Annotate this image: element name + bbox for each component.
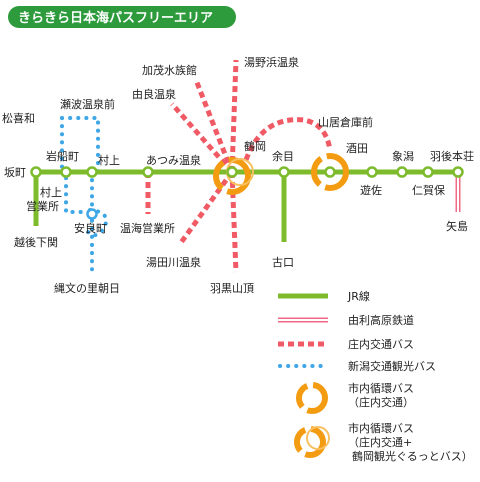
shonai-bus-route-yudagawa — [177, 170, 235, 246]
city-loop-dual-icon-inner — [306, 426, 330, 450]
label-kamo: 加茂水族館 — [142, 63, 197, 77]
tsuruoka-loop-outer — [213, 157, 251, 195]
city-loop-dual-icon — [294, 426, 326, 458]
shonai-bus-route-kamo — [193, 79, 235, 173]
label-ara: 安良町 — [74, 221, 107, 235]
sakata-loop — [311, 153, 349, 191]
station-marker-kisakata — [396, 166, 408, 178]
legend-label-yuri: 由利高原鉄道 — [348, 313, 414, 327]
label-yusa: 遊佐 — [360, 183, 382, 197]
label-hagurosan: 羽黒山頂 — [210, 282, 254, 295]
label-murakami-eigyo-line2: 営業所 — [26, 199, 59, 213]
legend-label-loop-dual-line2: （庄内交通+ — [348, 435, 412, 449]
legend-label-loop-dual: 市内循環バス （庄内交通+ 鶴岡観光ぐるっとバス） — [348, 421, 473, 463]
label-sakata: 酒田 — [346, 142, 368, 155]
label-onkai: 温海営業所 — [120, 221, 175, 235]
legend-label-loop-dual-line3: 鶴岡観光ぐるっとバス） — [352, 449, 473, 463]
legend-label-loop-line2: （庄内交通） — [348, 395, 414, 409]
station-labels: 坂町 岩船町 村上 あつみ温泉 鶴岡 余目 酒田 象潟 羽後本荘 越後下関 遊佐… — [4, 139, 474, 269]
label-yura: 由良温泉 — [132, 87, 176, 101]
niigata-bus-route-eigyo — [64, 176, 109, 238]
station-marker-murakami — [86, 166, 98, 178]
title-banner: きらきら日本海パスフリーエリア — [8, 6, 236, 28]
city-loop-icon — [296, 382, 328, 414]
legend-label-shonai: 庄内交通バス — [348, 337, 414, 351]
label-tsuruoka: 鶴岡 — [244, 139, 266, 153]
bus-stop-markers — [86, 208, 98, 220]
label-matsukigawa: 松喜和 — [2, 111, 35, 125]
title-banner-bg — [8, 6, 236, 28]
label-nikaho: 仁賀保 — [412, 183, 445, 197]
place-labels: 松喜和 瀬波温泉前 村上 営業所 安良町 縄文の里朝日 加茂水族館 湯野浜温泉 … — [2, 55, 373, 295]
station-marker-ugohonjo — [452, 166, 464, 178]
label-yunohama: 湯野浜温泉 — [244, 55, 299, 69]
label-murakami-eigyo-line1: 村上 — [40, 185, 62, 199]
niigata-bus-routes — [60, 116, 109, 277]
label-murakami-eigyo: 村上 営業所 — [26, 185, 66, 213]
station-marker-iwafune — [60, 166, 72, 178]
stop-marker-ara — [86, 208, 98, 220]
page-title: きらきら日本海パスフリーエリア — [18, 10, 213, 26]
station-marker-sakamachi — [30, 166, 42, 178]
shonai-bus-route-sankyo — [243, 117, 333, 161]
label-amarume: 余目 — [272, 149, 294, 163]
niigata-bus-loop-matsukigawa — [60, 116, 100, 174]
shonai-bus-route-yunohama — [229, 59, 239, 173]
legend-label-loop-dual-line1: 市内循環バス — [348, 421, 414, 435]
label-jomon: 縄文の里朝日 — [54, 281, 120, 295]
label-yajima: 矢島 — [446, 219, 468, 233]
legend-label-niigata: 新潟交通観光バス — [348, 359, 436, 373]
label-senami: 瀬波温泉前 — [60, 97, 115, 111]
map-legend: JR線 由利高原鉄道 庄内交通バス 新潟交通観光バス 市内循環バス （庄内交通）… — [278, 289, 473, 463]
label-atsumi: あつみ温泉 — [146, 153, 201, 167]
station-marker-atsumi — [142, 166, 154, 178]
station-marker-amarume — [278, 166, 290, 178]
station-marker-yusa — [366, 166, 378, 178]
label-sakamachi: 坂町 — [4, 166, 26, 179]
label-echigoshimoseki: 越後下関 — [14, 235, 58, 249]
label-yudagawa: 湯田川温泉 — [146, 255, 201, 269]
label-murakami: 村上 — [98, 153, 120, 167]
sakata-loop-ring — [311, 153, 349, 191]
legend-label-loop-line1: 市内循環バス — [348, 381, 414, 395]
shonai-bus-routes — [145, 59, 333, 273]
label-kisakata: 象潟 — [392, 150, 414, 163]
station-marker-sakata — [324, 166, 336, 178]
station-markers — [30, 166, 464, 178]
station-marker-nikaho — [422, 166, 434, 178]
label-furukuchi: 古口 — [272, 256, 294, 269]
legend-label-loop: 市内循環バス （庄内交通） — [348, 381, 418, 409]
shonai-bus-route-haguro — [229, 171, 239, 273]
station-marker-tsuruoka — [226, 166, 238, 178]
label-sankyo: 山居倉庫前 — [318, 115, 373, 129]
label-iwafune: 岩船町 — [46, 149, 79, 163]
legend-label-jr: JR線 — [347, 289, 370, 303]
label-ugohonjo: 羽後本荘 — [430, 149, 474, 163]
